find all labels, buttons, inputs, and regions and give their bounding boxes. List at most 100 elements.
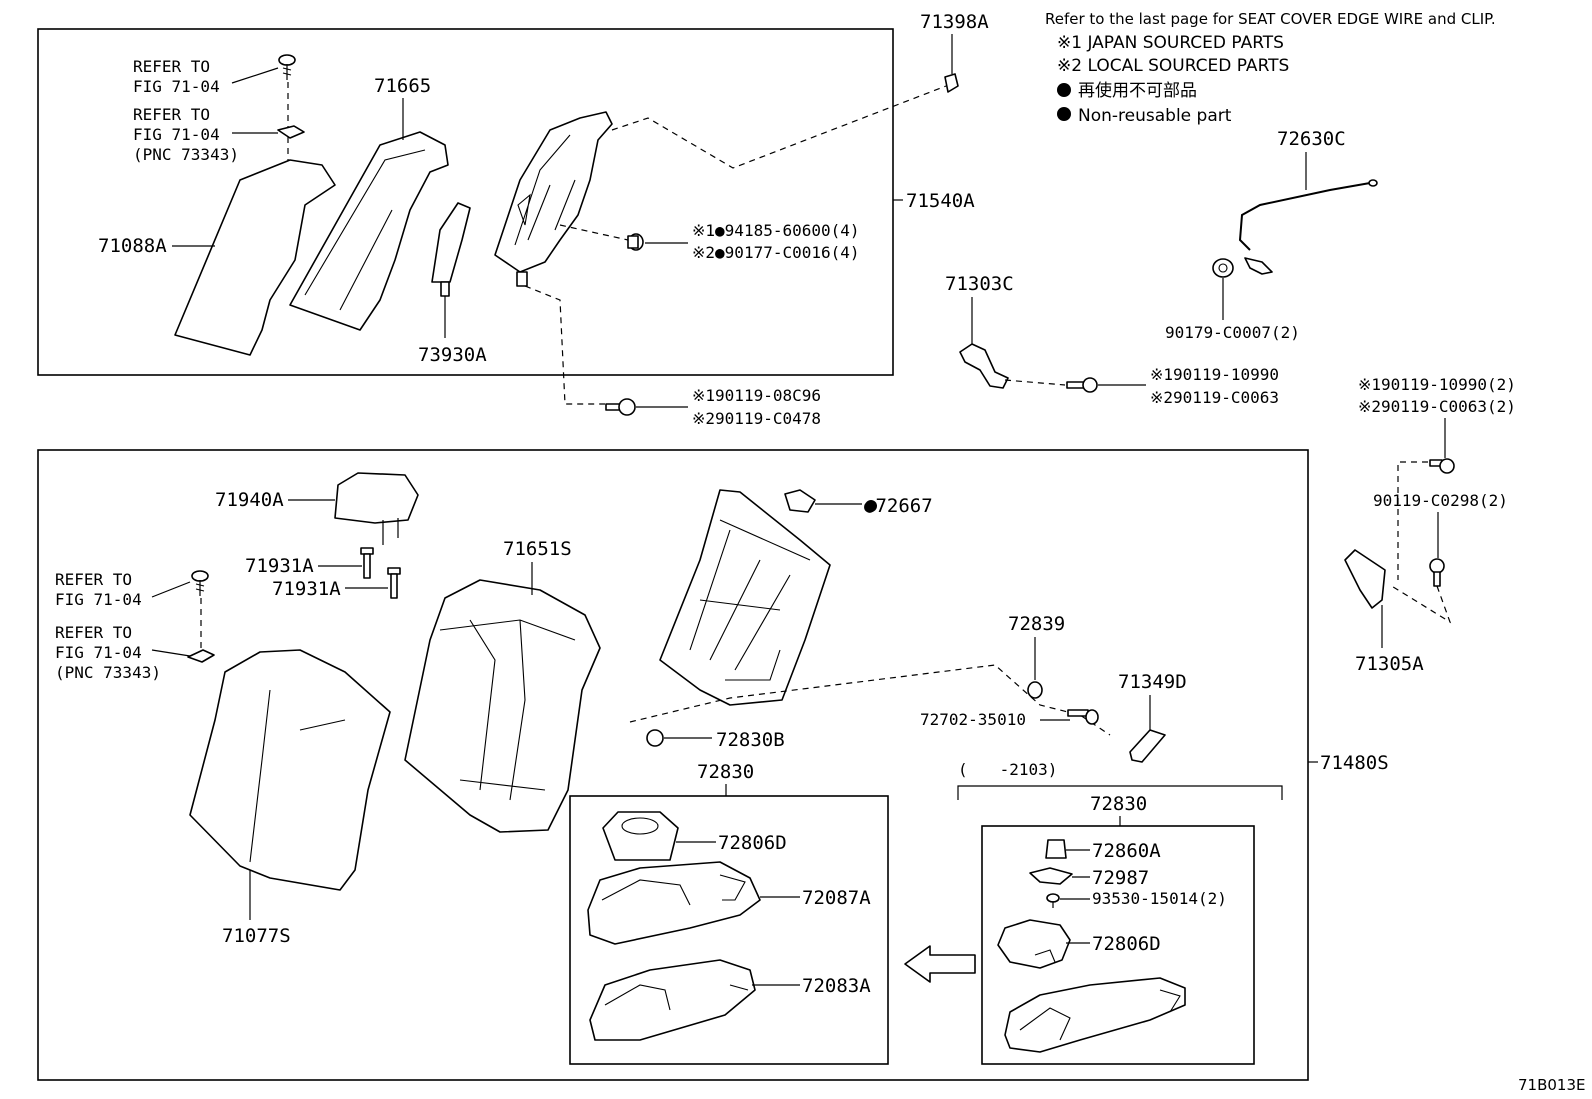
support-icon <box>360 547 401 599</box>
label-71665: 71665 <box>374 75 431 97</box>
label-71940A: 71940A <box>215 489 284 511</box>
dash-line <box>1397 461 1428 580</box>
label-72830B: 72830B <box>716 729 785 751</box>
bullet-icon <box>1057 83 1071 97</box>
label-71077S: 71077S <box>222 925 291 947</box>
frame-clip-72667 <box>784 489 816 513</box>
leader-line <box>231 67 279 84</box>
pad-72987 <box>1029 867 1073 885</box>
label-90179-C0007: 90179-C0007(2) <box>1165 323 1300 342</box>
dash-line <box>611 85 947 169</box>
headrest-71940A <box>334 472 419 524</box>
frame-detail <box>689 519 811 681</box>
armrest-a-box <box>569 795 889 1065</box>
cover-detail <box>601 874 746 906</box>
label-71303C: 71303C <box>945 273 1014 295</box>
refer-label: FIG 71-04 <box>55 590 142 609</box>
seatback-frame-bracket <box>494 111 613 273</box>
label-72830: 72830 <box>697 761 754 783</box>
label-date-range: ( -2103) <box>958 760 1057 779</box>
bracket-detail <box>514 134 576 246</box>
seatback-cover-71088A <box>174 159 336 356</box>
label-71398A: 71398A <box>920 11 989 33</box>
bolt-icon <box>1429 458 1455 474</box>
leader-line <box>151 649 191 657</box>
refer-label: (PNC 73343) <box>55 663 161 682</box>
base-detail <box>604 984 749 1011</box>
screw-icon <box>1067 709 1099 725</box>
refer-label: FIG 71-04 <box>133 125 220 144</box>
label-71651S: 71651S <box>503 538 572 560</box>
clip-72860A <box>1045 839 1067 859</box>
label-71931A: 71931A <box>245 555 314 577</box>
armrest-b-box <box>981 825 1255 1065</box>
cable-72630C <box>1238 182 1371 251</box>
label-71305A: 71305A <box>1355 653 1424 675</box>
label-hinge-bolt-local: ※290119-C0063 <box>1150 388 1279 407</box>
label-72702-35010: 72702-35010 <box>920 710 1026 729</box>
armrest-assembly <box>1004 977 1186 1053</box>
small-clip-71398A <box>944 73 959 93</box>
screw-icon <box>191 570 209 596</box>
arrow-left-icon <box>904 945 976 983</box>
seatback-cover-71077S <box>189 649 391 891</box>
pad-detail <box>439 619 576 801</box>
label-71931A: 71931A <box>272 578 341 600</box>
label-73930A: 73930A <box>418 344 487 366</box>
note-nonreuse-jp: 再使用不可部品 <box>1078 80 1197 101</box>
figure-code: 71B013E <box>1518 1076 1586 1094</box>
label-hinge-bolt-jp: ※190119-10990 <box>1150 365 1279 384</box>
seatback-pad-71665 <box>289 131 449 331</box>
dash-line <box>1389 584 1452 624</box>
cup-holder-72806D <box>997 919 1071 969</box>
nut-icon <box>1027 681 1043 699</box>
bolt-icon <box>627 233 644 251</box>
armrest-detail <box>1019 989 1181 1041</box>
clip-tab <box>440 281 450 297</box>
cover-detail <box>249 689 346 863</box>
refer-label: FIG 71-04 <box>133 77 220 96</box>
label-72860A: 72860A <box>1092 840 1161 862</box>
label-bolt-jp: ※190119-10990(2) <box>1358 375 1516 394</box>
bolt-icon <box>1066 377 1098 393</box>
label-bolt-jp: ※190119-08C96 <box>692 386 821 405</box>
clip-icon <box>646 729 664 747</box>
refer-label: REFER TO <box>133 57 210 76</box>
screw-icon <box>278 54 296 80</box>
bottom-group-frame <box>37 449 1309 1081</box>
bullet-icon <box>1057 107 1071 121</box>
bracket-71305A <box>1344 549 1386 609</box>
label-72839: 72839 <box>1008 613 1065 635</box>
refer-label: REFER TO <box>133 105 210 124</box>
label-93530-15014: 93530-15014(2) <box>1092 889 1227 908</box>
stopper-71349D <box>1129 729 1166 763</box>
dash-line <box>524 285 605 405</box>
dash-line <box>559 224 629 241</box>
refer-label: (PNC 73343) <box>133 145 239 164</box>
armrest-cover-72087A <box>587 861 761 945</box>
label-90119-C0298: 90119-C0298(2) <box>1373 491 1508 510</box>
armrest-base-72083A <box>589 959 756 1041</box>
label-72630C: 72630C <box>1277 128 1346 150</box>
note-local-sourced: ※2 LOCAL SOURCED PARTS <box>1057 56 1289 76</box>
label-72087A: 72087A <box>802 887 871 909</box>
label-71540A: 71540A <box>906 190 975 212</box>
note-nonreuse-en: Non-reusable part <box>1078 106 1232 126</box>
seatback-frame <box>659 489 831 706</box>
side-clip-73930A <box>431 202 471 283</box>
screw-icon <box>1046 893 1060 908</box>
label-71349D: 71349D <box>1118 671 1187 693</box>
bolt-icon <box>1429 558 1445 587</box>
cable-end <box>1368 179 1378 187</box>
bracket-tab <box>516 271 528 287</box>
leader-line <box>151 581 191 598</box>
nut-icon <box>1212 258 1234 278</box>
refer-label: REFER TO <box>55 623 132 642</box>
note-japan-sourced: ※1 JAPAN SOURCED PARTS <box>1057 33 1284 53</box>
refer-label: FIG 71-04 <box>55 643 142 662</box>
bolt-icon <box>605 398 636 416</box>
label-72830: 72830 <box>1090 793 1147 815</box>
clip-icon <box>187 649 215 663</box>
hinge-71303C <box>959 343 1009 389</box>
